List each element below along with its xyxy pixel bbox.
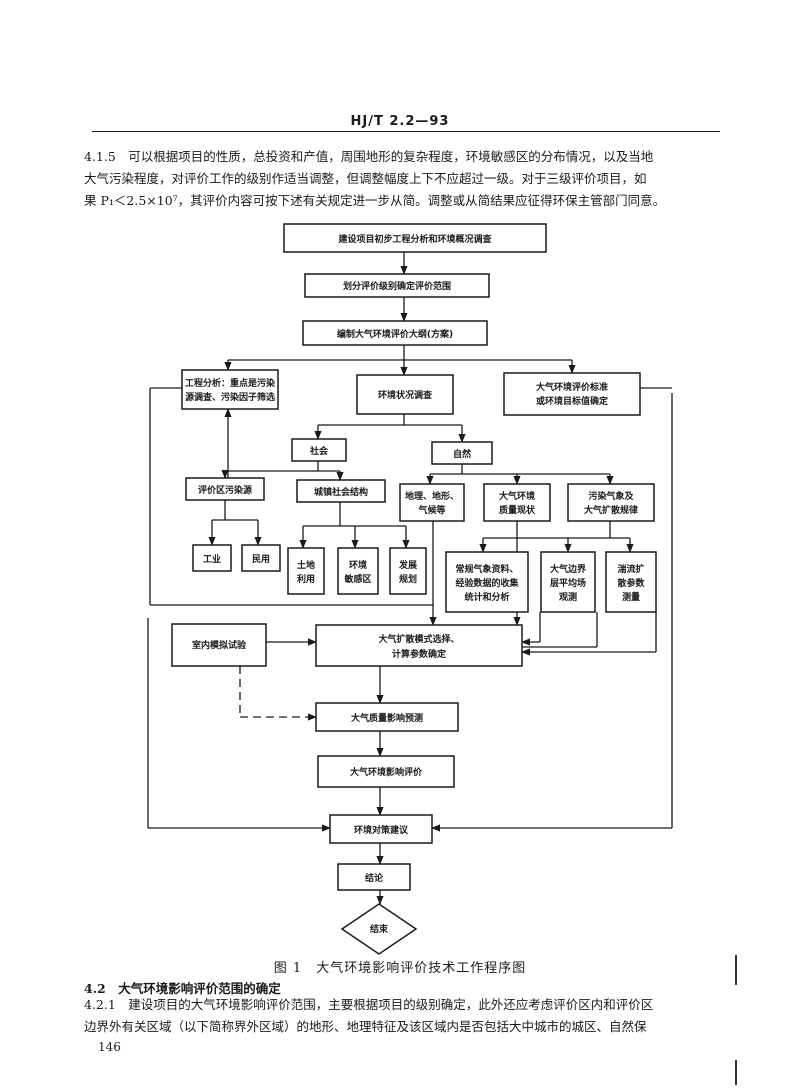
box-turbulence: [605, 551, 657, 613]
box-meteorology: [567, 483, 655, 522]
box-urban-structure: [296, 479, 386, 503]
label-lab-simulation: 室内模拟试验: [192, 639, 247, 651]
flow-connectors: [147, 252, 673, 905]
label-sensitive-2: 敏感区: [343, 573, 371, 585]
label-civil: 民用: [252, 554, 270, 565]
label-prediction: 大气质量影响预测: [351, 712, 423, 724]
label-boundary-1: 大气边界: [550, 563, 586, 575]
label-nature: 自然: [453, 448, 471, 460]
box-social: [291, 438, 347, 462]
label-engineering-1: 工程分析：重点是污染: [185, 377, 276, 389]
figure-caption: 图 1 大气环境影响评价技术工作程序图: [273, 961, 527, 976]
flow-boxes: [171, 223, 657, 955]
label-conventional-1: 常规气象资料、: [455, 563, 518, 575]
label-assessment: 大气环境影响评价: [350, 766, 423, 778]
section-4-2-heading: 4.2 大气环境影响评价范围的确定: [84, 981, 281, 996]
label-pollution-sources: 评价区污染源: [198, 484, 252, 496]
para-line: 边界外有关区域（以下简称界外区域）的地形、地理特征及该区域内是否包括大中城市的城…: [84, 1019, 647, 1034]
label-turbulence-3: 测量: [622, 591, 640, 603]
margin-mark: [735, 955, 737, 985]
box-measures: [329, 814, 433, 844]
box-env-survey: [356, 374, 454, 415]
label-measures: 环境对策建议: [354, 824, 409, 836]
label-air-quality-1: 大气环境: [499, 490, 535, 502]
label-meteorology-1: 污染气象及: [588, 490, 634, 502]
box-sensitive-area: [337, 547, 379, 595]
label-development-1: 发展: [398, 559, 417, 571]
label-initial-analysis: 建设项目初步工程分析和环境概况调查: [338, 233, 492, 245]
box-civil: [241, 544, 281, 572]
box-pollution-sources: [185, 477, 265, 501]
header-rule: [92, 131, 720, 132]
box-model-selection: [315, 624, 523, 667]
label-conventional-3: 统计和分析: [464, 591, 509, 603]
label-meteorology-2: 大气扩散规律: [584, 504, 638, 516]
box-grade-scope: [304, 273, 490, 298]
label-social: 社会: [309, 445, 329, 457]
label-boundary-2: 层平均场: [550, 577, 586, 589]
label-standards-1: 大气环境评价标准: [536, 381, 608, 393]
box-lab-simulation: [171, 623, 267, 667]
box-engineering-analysis: [181, 369, 279, 410]
label-outline: 编制大气环境评价大纲(方案): [337, 328, 453, 340]
para-line: 大气污染程度，对评价工作的级别作适当调整，但调整幅度上下不应超过一级。对于三级评…: [84, 171, 647, 186]
label-conclusion: 结论: [365, 872, 384, 884]
box-terrain: [399, 483, 465, 522]
label-urban-structure: 城镇社会结构: [314, 486, 368, 498]
label-boundary-3: 观测: [559, 591, 577, 603]
label-turbulence-1: 湍流扩: [617, 563, 644, 575]
label-standards-2: 或环境目标值确定: [536, 395, 609, 407]
label-model-2: 计算参数确定: [392, 648, 447, 660]
box-conclusion: [337, 863, 411, 891]
label-env-survey: 环境状况调查: [378, 389, 433, 401]
box-conventional-data: [445, 551, 529, 613]
box-nature: [431, 441, 493, 465]
label-grade-scope: 划分评价级别确定评价范围: [343, 280, 451, 292]
box-development: [389, 547, 427, 595]
label-land-use-1: 土地: [297, 559, 315, 571]
para-line: 4.2.1 建设项目的大气环境影响评价范围，主要根据项目的级别确定，此外还应考虑…: [84, 997, 654, 1012]
label-model-1: 大气扩散模式选择、: [378, 633, 459, 645]
label-terrain-1: 地理、地形、: [405, 490, 459, 502]
label-turbulence-2: 散参数: [617, 577, 645, 589]
box-land-use: [287, 547, 325, 595]
para-line: 4.1.5 可以根据项目的性质，总投资和产值，周围地形的复杂程度，环境敏感区的分…: [84, 149, 654, 164]
label-sensitive-1: 环境: [349, 559, 367, 571]
para-line: 果 P₁＜2.5×10⁷，其评价内容可按下述有关规定进一步从简。调整或从简结果应…: [84, 193, 666, 208]
box-initial-analysis: [283, 223, 547, 253]
label-engineering-2: 源调查、污染因子筛选: [185, 391, 275, 403]
box-prediction: [315, 702, 459, 732]
flow-labels: 建设项目初步工程分析和环境概况调查 划分评价级别确定评价范围 编制大气环境评价大…: [185, 233, 646, 935]
label-air-quality-2: 质量现状: [499, 504, 536, 516]
label-end: 结束: [370, 923, 389, 935]
page-number: 146: [98, 1040, 121, 1054]
box-outline: [302, 320, 488, 346]
label-development-2: 规划: [399, 573, 417, 585]
label-conventional-2: 经验数据的收集: [455, 577, 519, 589]
page-header: HJ/T 2.2—93: [350, 114, 450, 129]
box-industry: [192, 544, 232, 572]
dashed-connectors: [239, 666, 317, 721]
box-end: [340, 903, 418, 955]
label-land-use-2: 利用: [296, 573, 315, 585]
box-air-quality: [483, 483, 551, 522]
box-standards: [503, 372, 641, 416]
margin-mark: [735, 1060, 737, 1085]
box-assessment: [317, 755, 455, 788]
label-terrain-2: 气候等: [417, 504, 445, 516]
label-industry: 工业: [203, 553, 221, 565]
box-boundary-layer: [540, 551, 596, 613]
